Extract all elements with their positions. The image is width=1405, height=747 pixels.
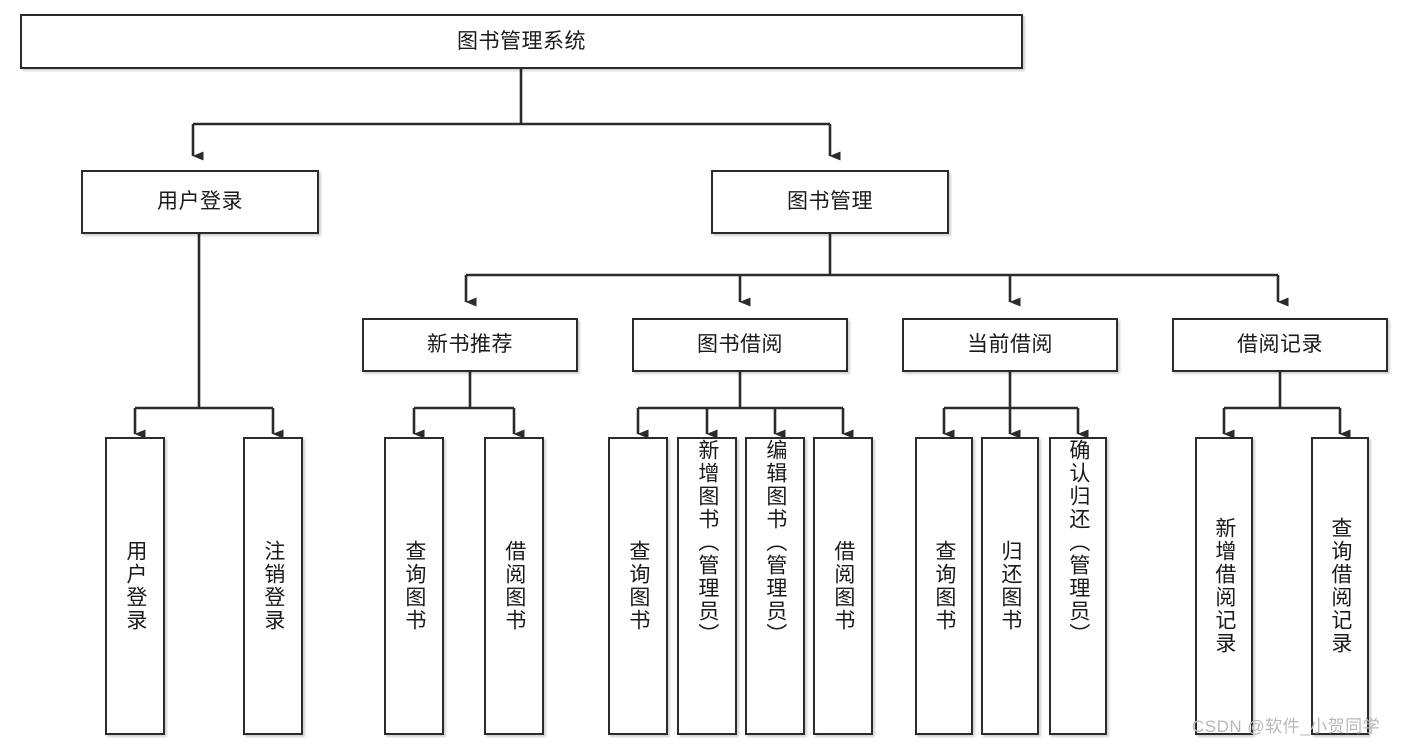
leaf-add-record-label: 新增借阅记录	[1212, 517, 1236, 655]
node-new-book-rec-label: 新书推荐	[427, 333, 513, 357]
node-book-manage[interactable]: 图书管理	[711, 170, 949, 234]
leaf-borrow-book-2[interactable]: 借阅图书	[813, 437, 873, 735]
node-book-borrow-label: 图书借阅	[697, 333, 783, 357]
leaf-borrow-book-1-label: 借阅图书	[502, 540, 526, 632]
connectors-newbook-children	[412, 372, 525, 439]
connectors-bookmanage-children	[464, 234, 1289, 307]
leaf-return-book[interactable]: 归还图书	[981, 437, 1039, 735]
leaf-borrow-book-2-label: 借阅图书	[831, 540, 855, 632]
leaf-add-book-label: 新增图书（管理员）	[695, 439, 719, 646]
connectors-userlogin-children	[133, 234, 284, 439]
leaf-edit-book[interactable]: 编辑图书（管理员）	[745, 437, 805, 735]
node-user-login-label: 用户登录	[157, 190, 243, 214]
leaf-query-record-label: 查询借阅记录	[1328, 517, 1352, 655]
leaf-user-login[interactable]: 用户登录	[105, 437, 165, 735]
leaf-query-record[interactable]: 查询借阅记录	[1311, 437, 1369, 735]
node-borrow-record[interactable]: 借阅记录	[1172, 318, 1388, 372]
leaf-edit-book-label: 编辑图书（管理员）	[763, 439, 787, 646]
leaf-confirm-return-label: 确认归还（管理员）	[1066, 439, 1090, 646]
leaf-add-book[interactable]: 新增图书（管理员）	[677, 437, 737, 735]
connectors-bookborrow-children	[636, 372, 854, 439]
leaf-confirm-return[interactable]: 确认归还（管理员）	[1049, 437, 1107, 735]
leaf-query-book-3-label: 查询图书	[932, 540, 956, 632]
node-book-borrow[interactable]: 图书借阅	[632, 318, 848, 372]
leaf-borrow-book-1[interactable]: 借阅图书	[484, 437, 544, 735]
leaf-query-book-2[interactable]: 查询图书	[608, 437, 668, 735]
connectors-borrowrecord-children	[1222, 372, 1351, 439]
node-root[interactable]: 图书管理系统	[20, 14, 1023, 69]
node-book-manage-label: 图书管理	[787, 190, 873, 214]
leaf-query-book-1-label: 查询图书	[402, 540, 426, 632]
node-new-book-rec[interactable]: 新书推荐	[362, 318, 578, 372]
leaf-query-book-1[interactable]: 查询图书	[384, 437, 444, 735]
leaf-user-login-label: 用户登录	[123, 540, 147, 632]
node-borrow-record-label: 借阅记录	[1237, 333, 1323, 357]
leaf-return-book-label: 归还图书	[998, 540, 1022, 632]
leaf-logout[interactable]: 注销登录	[243, 437, 303, 735]
connectors-currentborrow-children	[942, 372, 1089, 439]
node-current-borrow-label: 当前借阅	[967, 333, 1053, 357]
leaf-add-record[interactable]: 新增借阅记录	[1195, 437, 1253, 735]
node-user-login[interactable]: 用户登录	[81, 170, 319, 234]
leaf-logout-label: 注销登录	[261, 540, 285, 632]
node-root-label: 图书管理系统	[457, 29, 586, 53]
connectors-level1-2	[191, 69, 841, 161]
leaf-query-book-3[interactable]: 查询图书	[915, 437, 973, 735]
node-current-borrow[interactable]: 当前借阅	[902, 318, 1118, 372]
leaf-query-book-2-label: 查询图书	[626, 540, 650, 632]
